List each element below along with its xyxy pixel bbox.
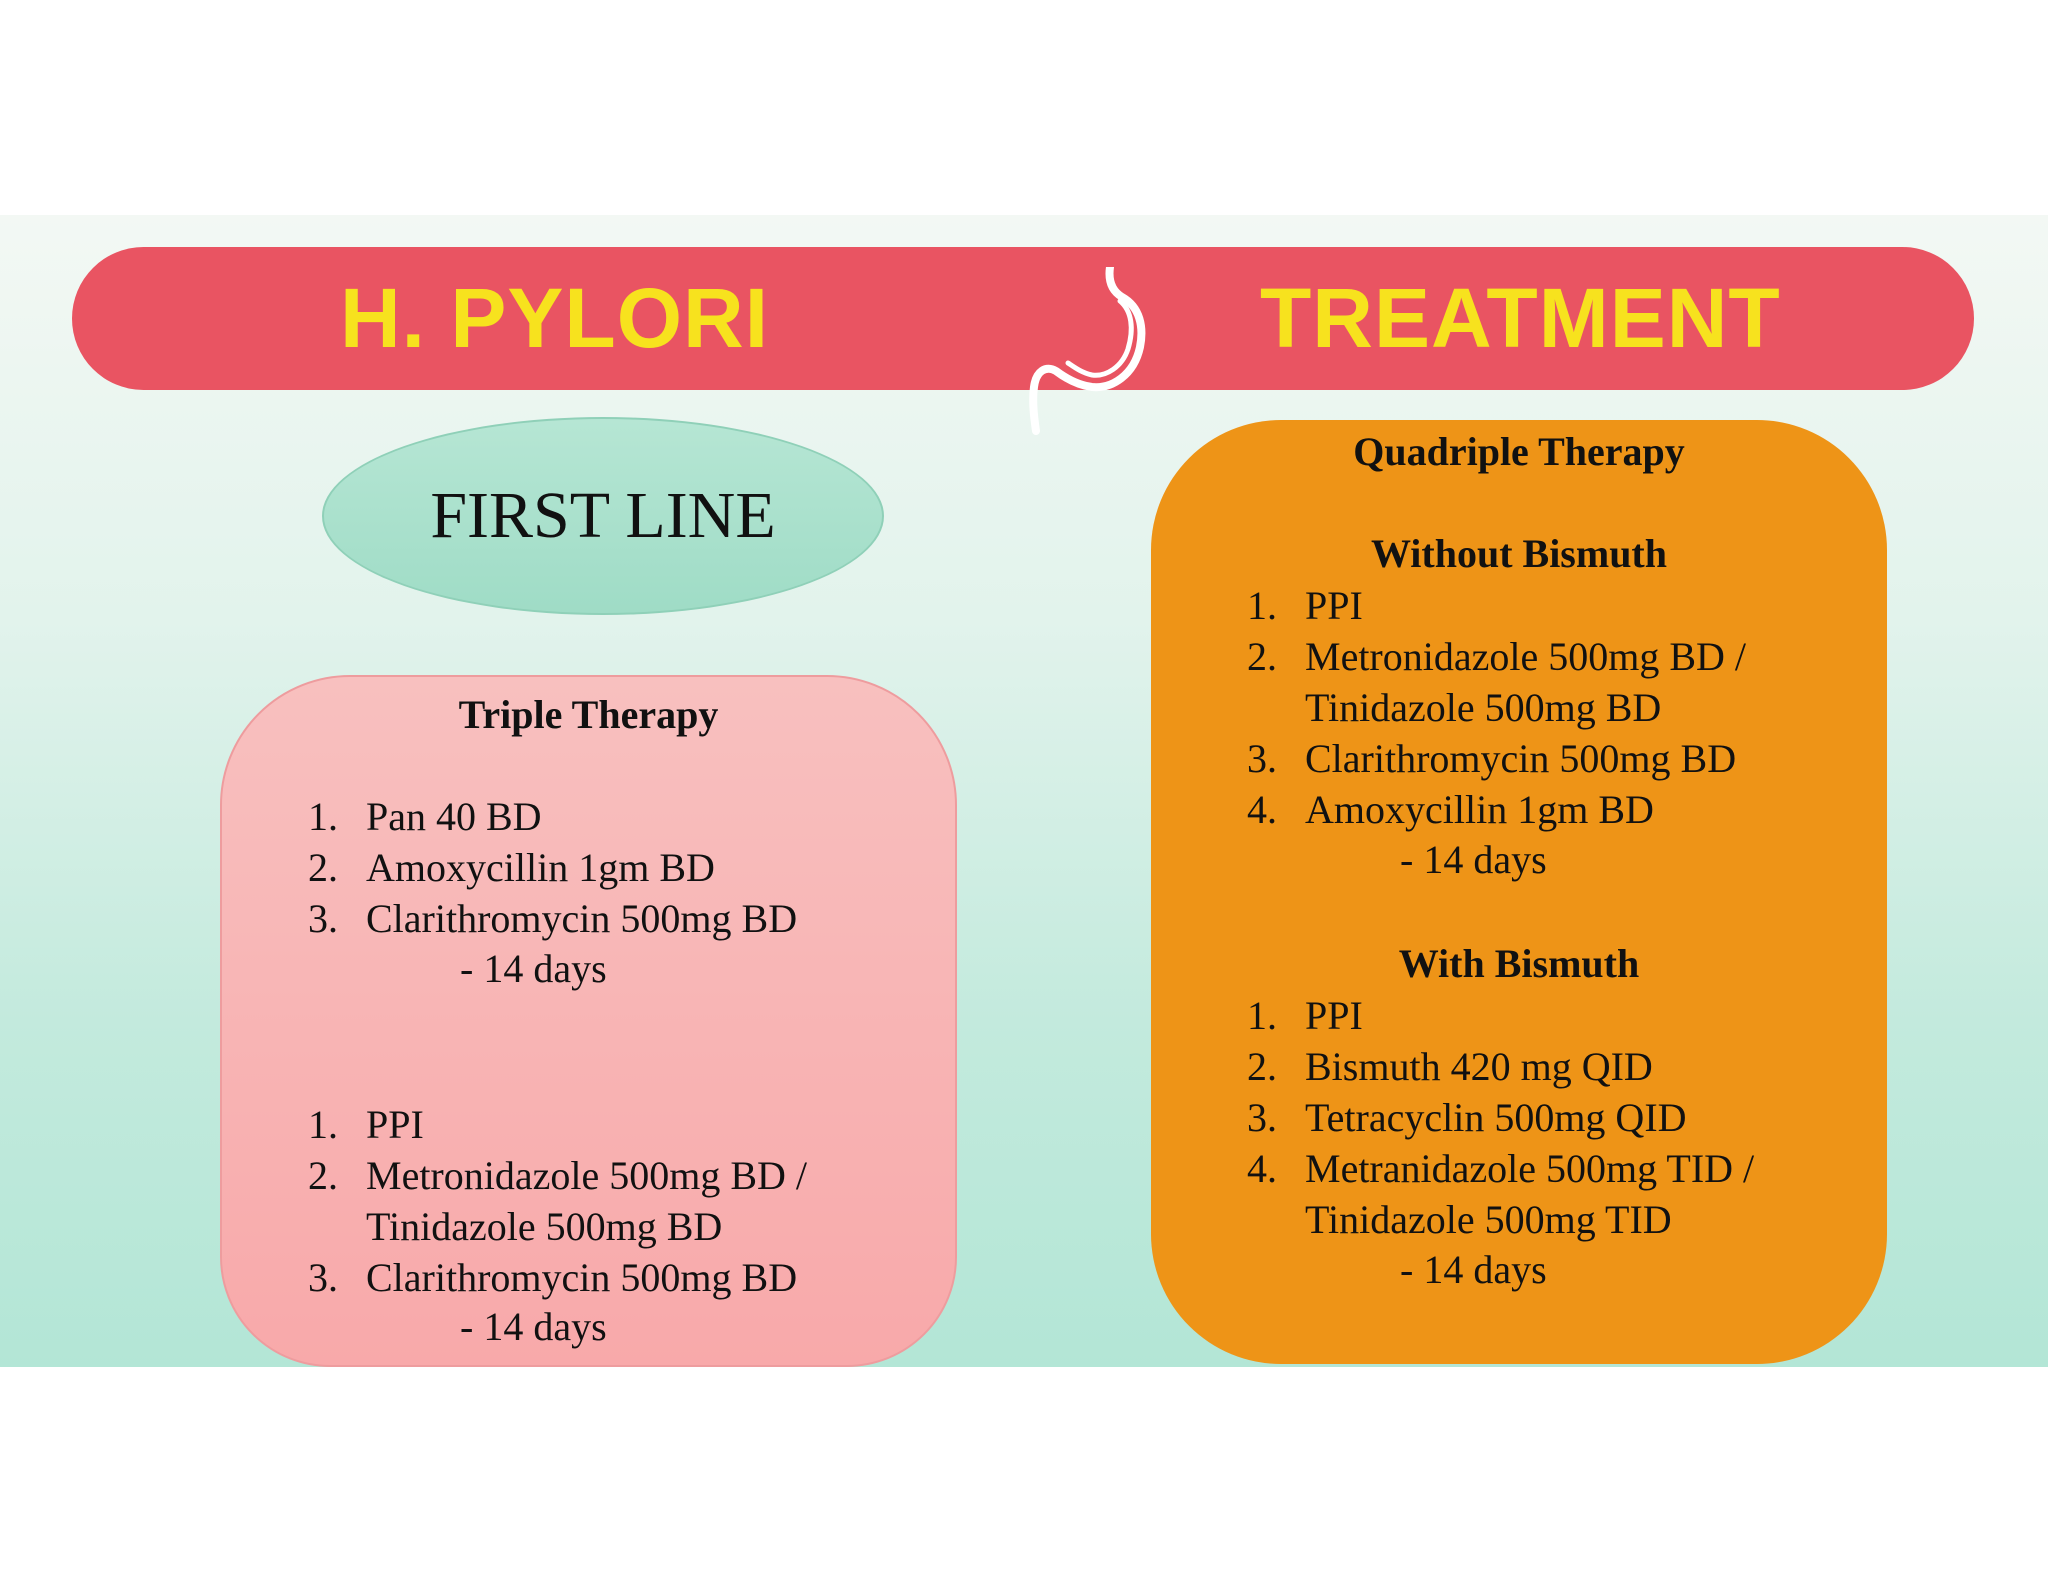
without-bismuth-list: 1.PPI 2.Metronidazole 500mg BD / Tinidaz… — [1247, 580, 1746, 835]
list-item: 1.PPI — [1247, 993, 1363, 1038]
first-line-label: FIRST LINE — [430, 479, 776, 552]
without-bismuth-duration: - 14 days — [1400, 837, 1547, 882]
list-item: 1.PPI — [308, 1102, 424, 1147]
list-item: 1.Pan 40 BD — [308, 794, 542, 839]
title-left: H. PYLORI — [340, 271, 770, 365]
list-item: 1.PPI — [1247, 583, 1363, 628]
list-item: 4.Metranidazole 500mg TID / — [1247, 1146, 1755, 1191]
list-item: 2.Amoxycillin 1gm BD — [308, 845, 715, 890]
triple-group1-duration: - 14 days — [460, 946, 607, 991]
list-item: Tinidazole 500mg TID — [1305, 1197, 1672, 1242]
with-bismuth-duration: - 14 days — [1400, 1247, 1547, 1292]
list-item: 3.Clarithromycin 500mg BD — [308, 1255, 798, 1300]
slide: H. PYLORI TREATMENT FIRST LINE Triple Th… — [0, 215, 2048, 1367]
with-bismuth-list: 1.PPI 2.Bismuth 420 mg QID 3.Tetracyclin… — [1247, 990, 1754, 1245]
quadriple-therapy-title: Quadriple Therapy — [1353, 429, 1685, 474]
list-item: 3.Clarithromycin 500mg BD — [308, 896, 798, 941]
list-item: 3.Clarithromycin 500mg BD — [1247, 736, 1737, 781]
without-bismuth-heading: Without Bismuth — [1370, 531, 1667, 576]
quadriple-therapy-box: Quadriple Therapy Without Bismuth 1.PPI … — [1151, 420, 1887, 1364]
triple-group1-list: 1.Pan 40 BD 2.Amoxycillin 1gm BD 3.Clari… — [308, 791, 797, 944]
list-item: 2.Metronidazole 500mg BD / — [308, 1153, 808, 1198]
with-bismuth-heading: With Bismuth — [1398, 941, 1640, 986]
title-right: TREATMENT — [1260, 271, 1781, 365]
triple-group2-duration: - 14 days — [460, 1304, 607, 1349]
triple-therapy-box: Triple Therapy 1.Pan 40 BD 2.Amoxycillin… — [220, 675, 957, 1367]
title-banner: H. PYLORI TREATMENT — [72, 247, 1974, 435]
list-item: 2.Bismuth 420 mg QID — [1247, 1044, 1653, 1089]
triple-group2-list: 1.PPI 2.Metronidazole 500mg BD / Tinidaz… — [308, 1099, 807, 1303]
first-line-oval: FIRST LINE — [322, 417, 884, 615]
triple-therapy-title: Triple Therapy — [458, 692, 719, 737]
list-item: 3.Tetracyclin 500mg QID — [1247, 1095, 1687, 1140]
list-item: 2.Metronidazole 500mg BD / — [1247, 634, 1747, 679]
list-item: 4.Amoxycillin 1gm BD — [1247, 787, 1654, 832]
list-item: Tinidazole 500mg BD — [1305, 685, 1662, 730]
stomach-icon — [1029, 267, 1146, 435]
list-item: Tinidazole 500mg BD — [366, 1204, 723, 1249]
